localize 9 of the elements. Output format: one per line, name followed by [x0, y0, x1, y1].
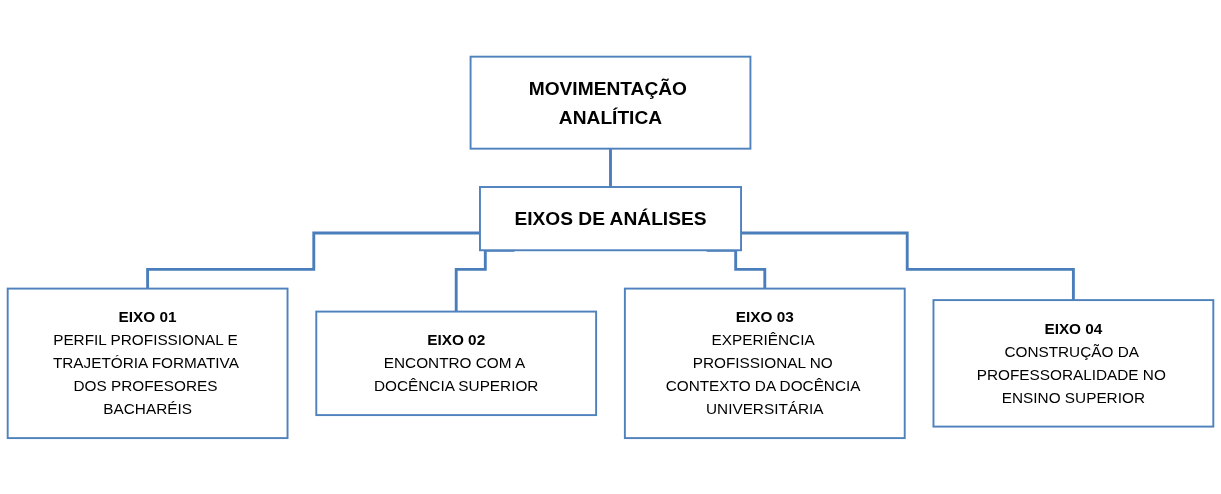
connector: [706, 248, 767, 290]
node-box: EIXO 04 CONSTRUÇÃO DA PROFESSORALIDADE NO ENSINO SUPERIOR: [932, 298, 1215, 428]
node-box: EIXO 01 PERFIL PROFISSIONAL E TRAJETÓRIA FORMATIVA DOS PROFESORES BACHARÉIS: [6, 287, 289, 439]
node-box: EIXO 02 ENCONTRO COM A DOCÊNCIA SUPERIOR: [315, 310, 598, 416]
node-box: EIXO 03 EXPERIÊNCIA PROFISSIONAL NO CONTEXTO DA DOCÊNCIA UNIVERSITÁRIA: [623, 287, 906, 439]
node-box: EIXOS DE ANÁLISES: [479, 185, 742, 251]
connector: [454, 248, 515, 313]
connector: [146, 231, 480, 290]
node-box: MOVIMENTAÇÃO ANALÍTICA: [469, 55, 752, 150]
